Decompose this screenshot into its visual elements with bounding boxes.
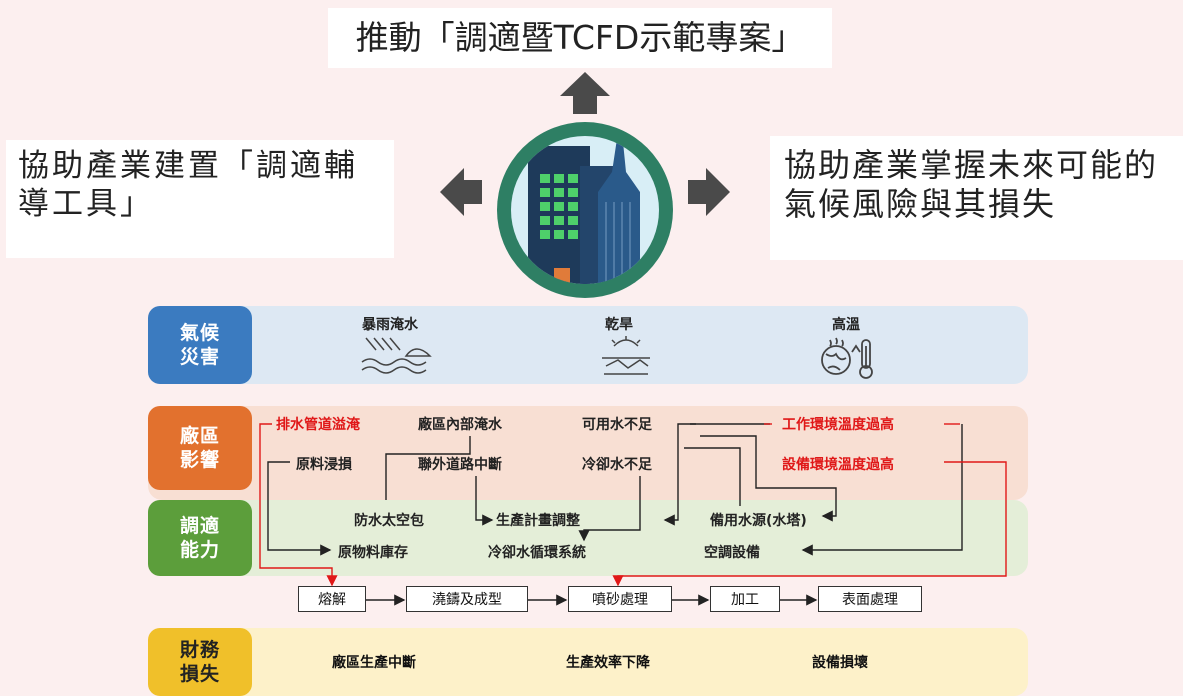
arrow-left-icon [440, 168, 482, 216]
loss-efficiency-drop: 生產效率下降 [566, 655, 650, 671]
loss-production-halt: 廠區生產中斷 [332, 655, 416, 671]
row-tag-climate: 氣候 災害 [148, 306, 252, 384]
arrow-right-icon [688, 168, 730, 216]
city-emblem-icon [440, 72, 730, 298]
adapt-raw-stock: 原物料庫存 [338, 545, 408, 561]
adapt-cooling-loop: 冷卻水循環系統 [488, 545, 586, 561]
band-plant-impact [148, 406, 1028, 500]
row-tag-adapt: 調適 能力 [148, 500, 252, 576]
impact-drain-overflow: 排水管道溢淹 [276, 417, 360, 433]
hazard-drought: 乾旱 [605, 317, 633, 333]
impact-inner-flood: 廠區內部淹水 [418, 417, 502, 433]
process-surface-treatment: 表面處理 [818, 586, 922, 612]
callout-promote-tcfd: 推動「調適暨TCFD示範專案」 [328, 8, 832, 68]
process-machining: 加工 [710, 586, 780, 612]
impact-cooling-shortage: 冷卻水不足 [582, 457, 652, 473]
callout-climate-risk: 協助產業掌握未來可能的氣候風險與其損失 [770, 136, 1183, 260]
adapt-waterproof-bag: 防水太空包 [354, 513, 424, 529]
impact-equip-heat: 設備環境溫度過高 [782, 457, 894, 473]
arrow-up-icon [560, 72, 610, 114]
impact-work-heat: 工作環境溫度過高 [782, 417, 894, 433]
process-casting: 澆鑄及成型 [406, 586, 528, 612]
band-climate [148, 306, 1028, 384]
band-finance [148, 628, 1028, 696]
adapt-production-plan: 生產計畫調整 [496, 513, 580, 529]
impact-water-shortage: 可用水不足 [582, 417, 652, 433]
heat-icon [821, 337, 873, 379]
flood-icon [361, 337, 432, 374]
row-tag-plant: 廠區 影響 [148, 406, 252, 490]
adapt-air-conditioning: 空調設備 [704, 545, 760, 561]
hazard-flood: 暴雨淹水 [362, 317, 418, 333]
adapt-backup-water: 備用水源(水塔) [710, 513, 807, 529]
impact-road-cut: 聯外道路中斷 [418, 457, 502, 473]
process-sandblasting: 噴砂處理 [568, 586, 672, 612]
loss-equipment-damage: 設備損壞 [812, 655, 868, 671]
impact-raw-damage: 原料浸損 [296, 457, 352, 473]
row-tag-finance: 財務 損失 [148, 628, 252, 696]
hazard-heat: 高溫 [832, 317, 860, 333]
process-melting: 熔解 [298, 586, 366, 612]
callout-adaptation-tools: 協助產業建置「調適輔導工具」 [6, 140, 394, 258]
drought-icon [602, 336, 650, 375]
